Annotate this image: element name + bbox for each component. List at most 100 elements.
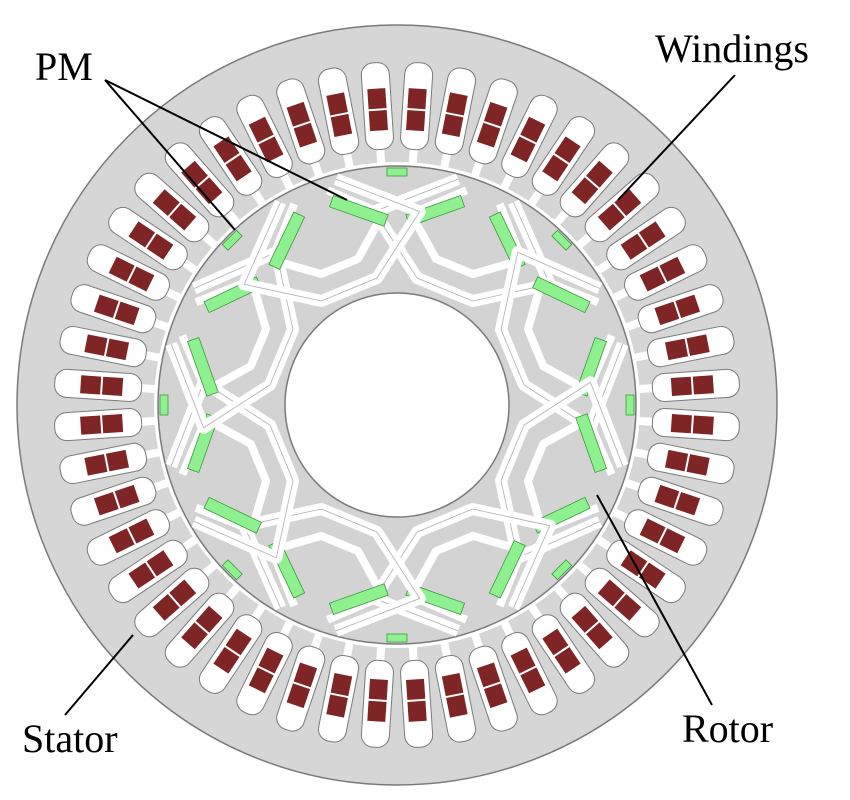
stator-slot bbox=[276, 630, 326, 732]
shaft-hole bbox=[284, 292, 510, 518]
bridge-magnet bbox=[551, 559, 573, 581]
permanent-magnet bbox=[268, 211, 306, 270]
pm-leader-line-1 bbox=[104, 79, 236, 231]
stator-slot bbox=[70, 284, 172, 334]
winding-coil bbox=[114, 484, 140, 509]
stator-slot bbox=[276, 78, 326, 180]
stator-slot bbox=[164, 582, 242, 668]
winding-coil bbox=[258, 136, 284, 163]
winding-coil bbox=[326, 92, 348, 116]
stator-slot bbox=[317, 67, 360, 171]
winding-coil bbox=[195, 177, 223, 205]
winding-coil bbox=[406, 678, 426, 700]
winding-coil bbox=[225, 154, 252, 182]
winding-coil bbox=[476, 662, 501, 688]
rotor-poles bbox=[159, 167, 635, 643]
stator-slot bbox=[636, 408, 740, 442]
stator-slot bbox=[70, 476, 172, 526]
winding-coil bbox=[108, 528, 135, 554]
winding-coil bbox=[169, 203, 197, 231]
winding-coil bbox=[258, 647, 284, 674]
stator-slot bbox=[86, 244, 184, 303]
winding-coil bbox=[406, 110, 426, 132]
stator-slot bbox=[468, 78, 518, 180]
winding-coil bbox=[80, 415, 102, 435]
bridge-magnet-group bbox=[386, 633, 408, 643]
rotor-pole bbox=[238, 167, 426, 307]
winding-coil bbox=[614, 189, 642, 216]
stator-slot bbox=[108, 535, 200, 604]
winding-coil bbox=[286, 683, 311, 709]
stator-slot bbox=[134, 560, 220, 638]
stator-slot bbox=[54, 408, 158, 442]
permanent-magnet bbox=[575, 413, 608, 474]
permanent-magnet bbox=[186, 336, 219, 397]
winding-coil bbox=[293, 122, 318, 148]
winding-coil bbox=[367, 88, 387, 110]
stator-slot bbox=[610, 244, 708, 303]
bridge-magnet bbox=[625, 394, 635, 416]
winding-coil bbox=[686, 334, 710, 356]
stator-slot bbox=[198, 602, 267, 694]
winding-coil bbox=[330, 113, 353, 138]
winding-coil bbox=[571, 605, 599, 633]
winding-coil bbox=[638, 221, 666, 248]
winding-coil bbox=[80, 375, 102, 395]
pm-leader-line-2 bbox=[104, 79, 348, 201]
winding-coil bbox=[293, 662, 318, 688]
flux-barrier-edge bbox=[170, 381, 294, 559]
bridge-magnet bbox=[159, 394, 169, 416]
permanent-magnet bbox=[532, 276, 591, 314]
bridge-magnet-group bbox=[159, 394, 169, 416]
winding-coil bbox=[146, 233, 174, 260]
bridge-magnet-group bbox=[221, 559, 243, 581]
stator-slot bbox=[574, 172, 660, 250]
winding-coil bbox=[84, 454, 108, 476]
windings-label: Windings bbox=[655, 26, 809, 71]
winding-coil bbox=[614, 594, 642, 621]
bridge-magnet-group bbox=[221, 229, 243, 251]
stator-slot bbox=[631, 442, 735, 485]
winding-coil bbox=[368, 678, 388, 700]
winding-coil bbox=[675, 491, 701, 516]
winding-coil bbox=[146, 550, 174, 577]
winding-coil bbox=[152, 594, 180, 621]
winding-coil bbox=[483, 683, 508, 709]
winding-coil bbox=[446, 694, 468, 718]
winding-coil bbox=[128, 221, 156, 248]
winding-coil bbox=[195, 605, 223, 633]
callout-lines bbox=[64, 74, 736, 716]
winding-coil bbox=[675, 294, 701, 319]
winding-coil bbox=[446, 92, 468, 116]
stator-label: Stator bbox=[22, 716, 118, 761]
winding-coil bbox=[571, 177, 599, 205]
stator-slot bbox=[552, 582, 630, 668]
winding-coil bbox=[542, 154, 569, 182]
winding-coil bbox=[654, 301, 680, 326]
winding-coil bbox=[248, 116, 274, 143]
stator-slot bbox=[594, 535, 686, 604]
stator-slot bbox=[574, 560, 660, 638]
winding-coil bbox=[169, 579, 197, 607]
winding-coil bbox=[554, 646, 581, 674]
winding-coil bbox=[368, 110, 388, 132]
stator-slot bbox=[317, 639, 360, 743]
winding-coil bbox=[105, 338, 130, 361]
flux-barrier-edge bbox=[373, 508, 551, 632]
permanent-magnet bbox=[488, 540, 526, 599]
stator-slot bbox=[610, 507, 708, 566]
stator-slot bbox=[622, 284, 724, 334]
bridge-magnet bbox=[386, 633, 408, 643]
winding-coil bbox=[108, 256, 135, 282]
stator-slot bbox=[434, 639, 477, 743]
permanent-magnet bbox=[328, 583, 389, 616]
winding-coil bbox=[102, 376, 124, 396]
rotor-pole bbox=[368, 173, 573, 307]
stator-slot bbox=[360, 644, 394, 748]
stator-slot bbox=[236, 618, 295, 716]
flux-barrier-edge bbox=[373, 178, 551, 302]
flux-barrier-edge bbox=[243, 508, 421, 632]
winding-coil bbox=[586, 160, 613, 188]
winding-coil bbox=[248, 667, 274, 694]
stator-slot bbox=[59, 442, 163, 485]
